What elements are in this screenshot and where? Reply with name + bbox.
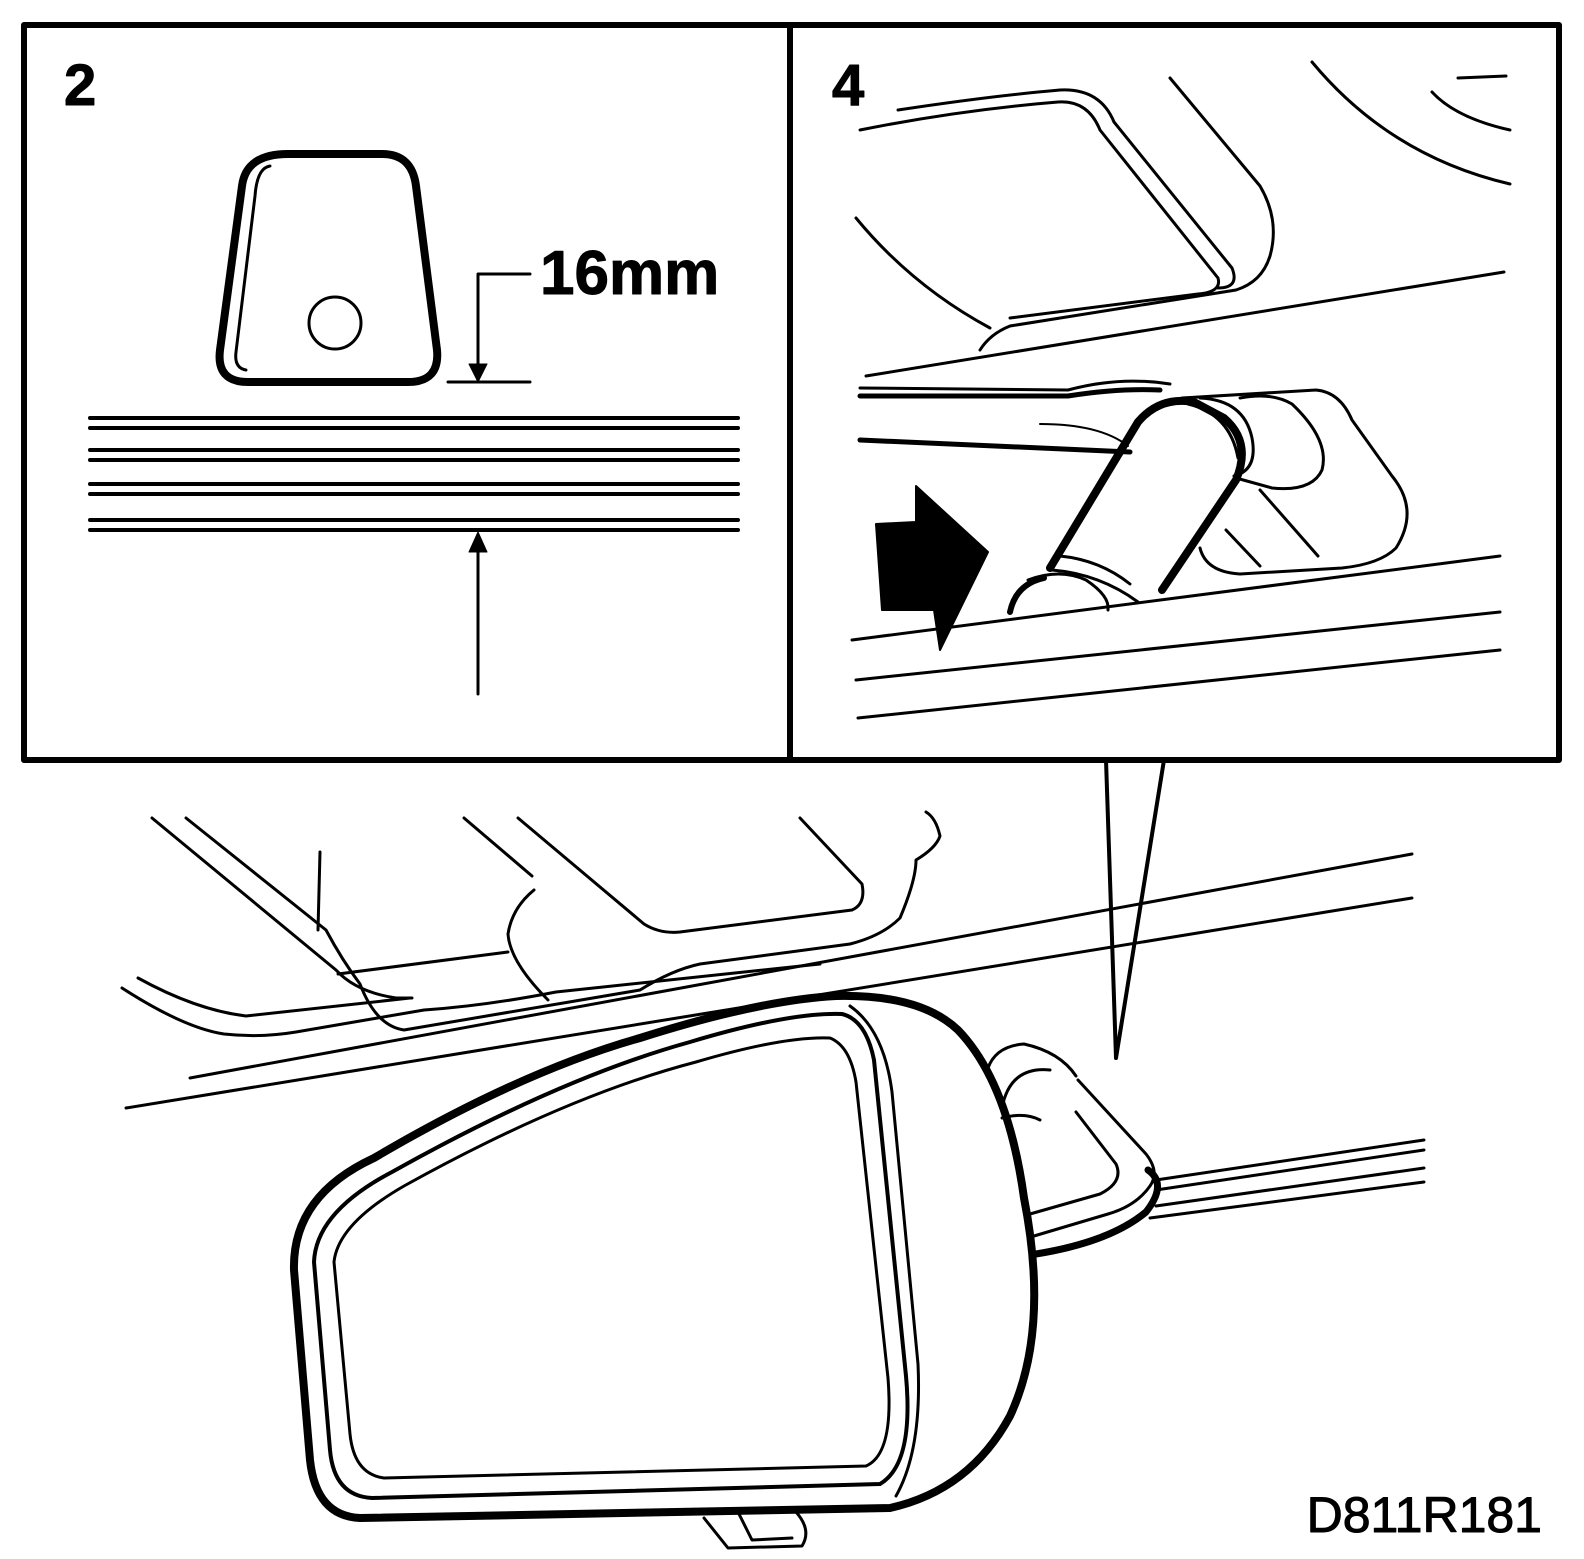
mirror-housing-outline xyxy=(289,991,1039,1522)
panel-2-number: 2 xyxy=(64,53,96,118)
mount-base xyxy=(1180,388,1409,576)
mirror-adjustment-tab xyxy=(702,1510,808,1550)
mirror-glass-inner-edge xyxy=(332,1036,891,1480)
direction-arrow-icon xyxy=(875,485,989,651)
overview-mount-base xyxy=(986,1042,1156,1238)
sensor-housing-outline xyxy=(215,150,442,386)
mirror-stem xyxy=(1007,396,1246,615)
overview-headliner xyxy=(120,810,1414,1110)
headliner-trim-contours xyxy=(854,60,1512,378)
dimension-arrowhead-down xyxy=(468,363,488,383)
mirror-stem-body xyxy=(1046,396,1246,594)
windscreen-edge-lines xyxy=(88,416,740,532)
windscreen-bands xyxy=(850,379,1502,720)
rear-view-mirror xyxy=(289,991,1039,1550)
wiring-harness xyxy=(1032,1138,1426,1258)
panel-4: 4 xyxy=(832,53,1512,720)
dimension-16mm: 16mm xyxy=(446,239,720,696)
sensor-hole xyxy=(307,295,363,351)
sensor-housing-inner-edge xyxy=(234,164,272,372)
panel-4-number: 4 xyxy=(832,53,864,118)
dimension-arrowhead-up xyxy=(468,531,488,553)
detail-frames xyxy=(21,22,1562,763)
overview-scene xyxy=(120,810,1426,1550)
dimension-label: 16mm xyxy=(540,239,719,308)
mirror-glass-outer-edge xyxy=(312,1011,910,1500)
panel-2: 2 16mm xyxy=(64,53,740,696)
figure-code: D811R181 xyxy=(1307,1487,1542,1543)
detail-callout-pointer xyxy=(1104,758,1166,1060)
